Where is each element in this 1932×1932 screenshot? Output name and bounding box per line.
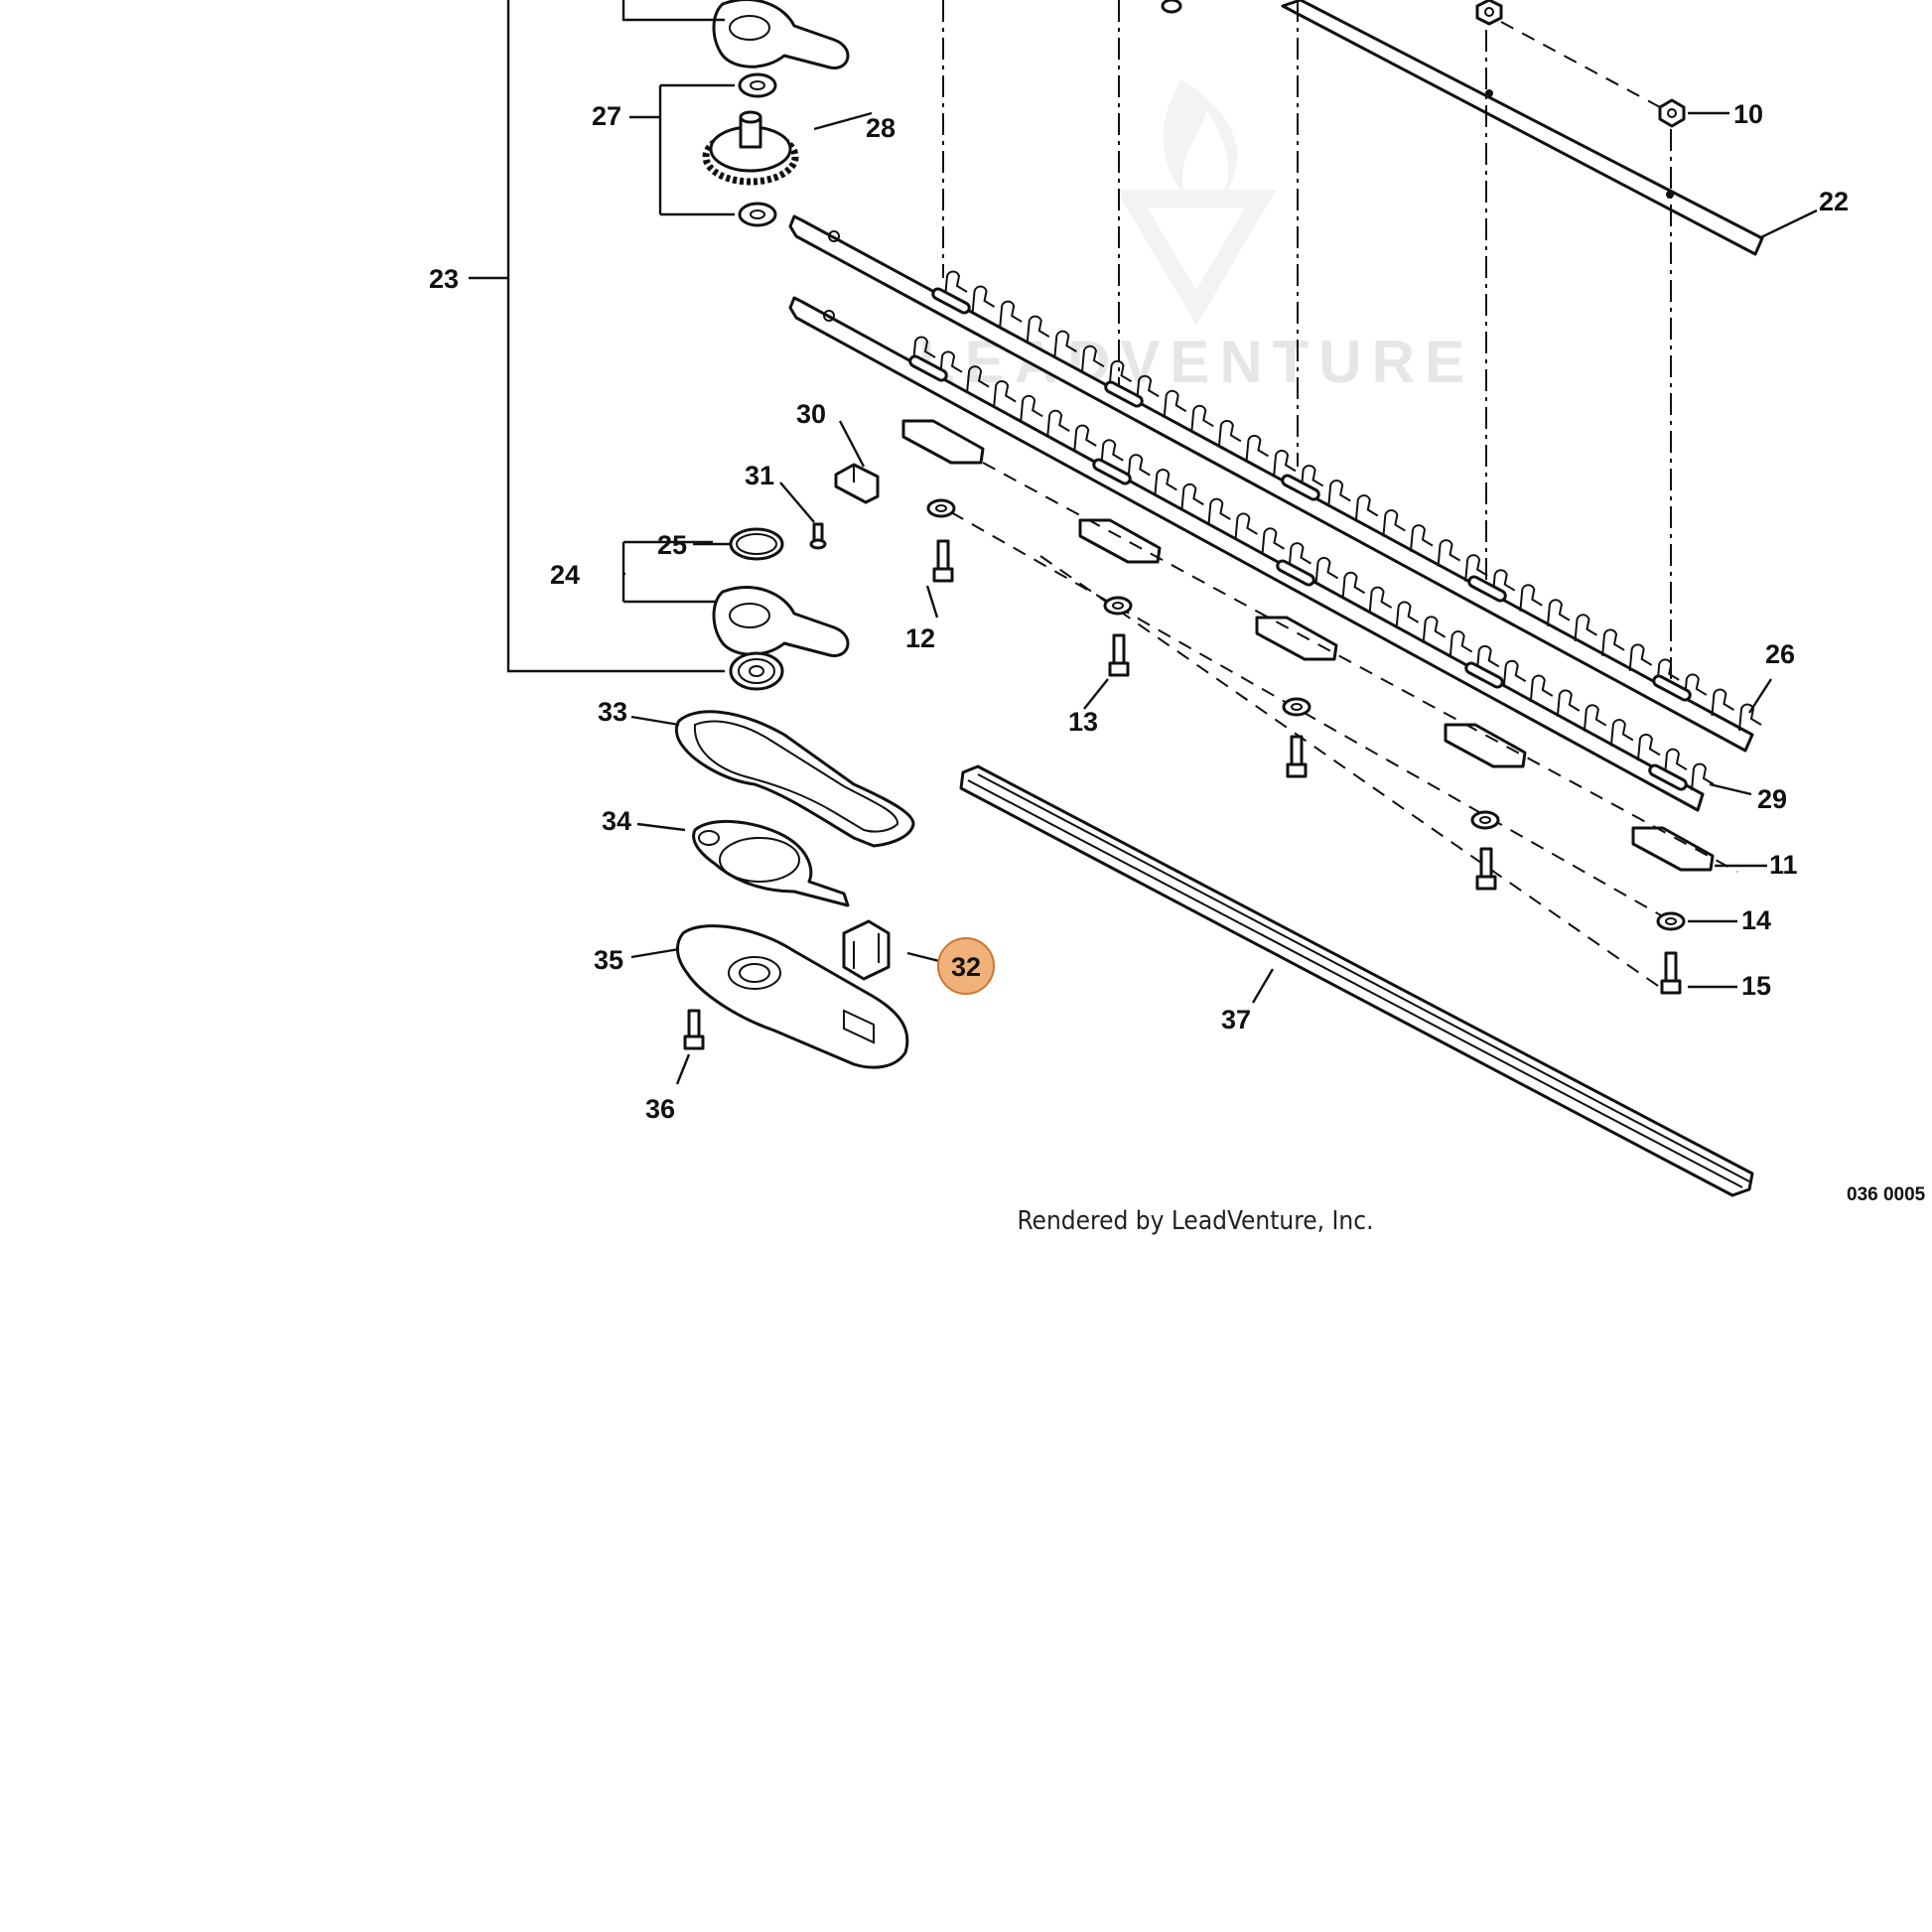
washer-27-bottom xyxy=(738,202,777,227)
cap-32 xyxy=(842,919,891,981)
callout-15: 15 xyxy=(1741,971,1771,1001)
screw-31 xyxy=(809,522,827,550)
callout-27: 27 xyxy=(592,101,621,131)
blade-29-teeth xyxy=(912,336,1715,791)
cover-plate-22 xyxy=(1281,0,1764,256)
callout-37: 37 xyxy=(1221,1005,1251,1035)
figure-code: 036 0005 xyxy=(1847,1184,1926,1205)
callout-29: 29 xyxy=(1757,784,1787,814)
blade-tooth-row xyxy=(912,336,1715,791)
nut-top-1 xyxy=(1475,0,1503,26)
callout-25: 25 xyxy=(657,530,687,560)
ring-25 xyxy=(729,527,784,561)
callout-31: 31 xyxy=(745,461,774,490)
callout-26: 26 xyxy=(1765,639,1795,669)
gasket-34 xyxy=(692,819,850,907)
blade-29 xyxy=(788,296,1715,812)
callout-23: 23 xyxy=(429,264,459,294)
callout-10: 10 xyxy=(1733,99,1763,129)
callout-33: 33 xyxy=(598,697,627,727)
callout-14: 14 xyxy=(1741,905,1771,935)
blade-26-teeth xyxy=(944,270,1762,732)
gear-28 xyxy=(702,110,799,186)
blade-tooth-row xyxy=(944,270,1762,732)
callout-24: 24 xyxy=(550,560,580,590)
callout-36: 36 xyxy=(645,1094,675,1124)
washer-27-top xyxy=(738,72,777,98)
callout-22: 22 xyxy=(1819,187,1849,216)
callout-34: 34 xyxy=(602,806,631,836)
connecting-rod-24 xyxy=(712,586,850,657)
washer-top xyxy=(1161,0,1182,14)
bearing xyxy=(729,651,784,691)
render-credit: Rendered by LeadVenture, Inc. xyxy=(1017,1206,1373,1236)
bolts-15 xyxy=(932,539,1682,995)
callout-35: 35 xyxy=(594,945,623,975)
bracket-30 xyxy=(834,463,880,504)
connecting-rod-top xyxy=(712,0,850,69)
nut-10 xyxy=(1658,98,1686,128)
callout-32-highlight[interactable]: 32 xyxy=(937,937,995,995)
callout-32[interactable]: 32 xyxy=(951,952,981,982)
callout-30: 30 xyxy=(796,399,826,429)
callout-12: 12 xyxy=(905,623,935,653)
callout-13: 13 xyxy=(1068,707,1098,737)
guide-bar-37 xyxy=(959,764,1754,1197)
watermark-logo xyxy=(1116,79,1277,326)
washers-14 xyxy=(926,498,1686,931)
screw-36 xyxy=(683,1009,705,1050)
slide-pieces-11 xyxy=(901,419,1715,872)
gasket-33 xyxy=(674,710,915,848)
callout-28: 28 xyxy=(866,113,896,143)
callout-11: 11 xyxy=(1769,850,1798,880)
blade-26 xyxy=(788,214,1762,753)
housing-35 xyxy=(676,924,909,1069)
